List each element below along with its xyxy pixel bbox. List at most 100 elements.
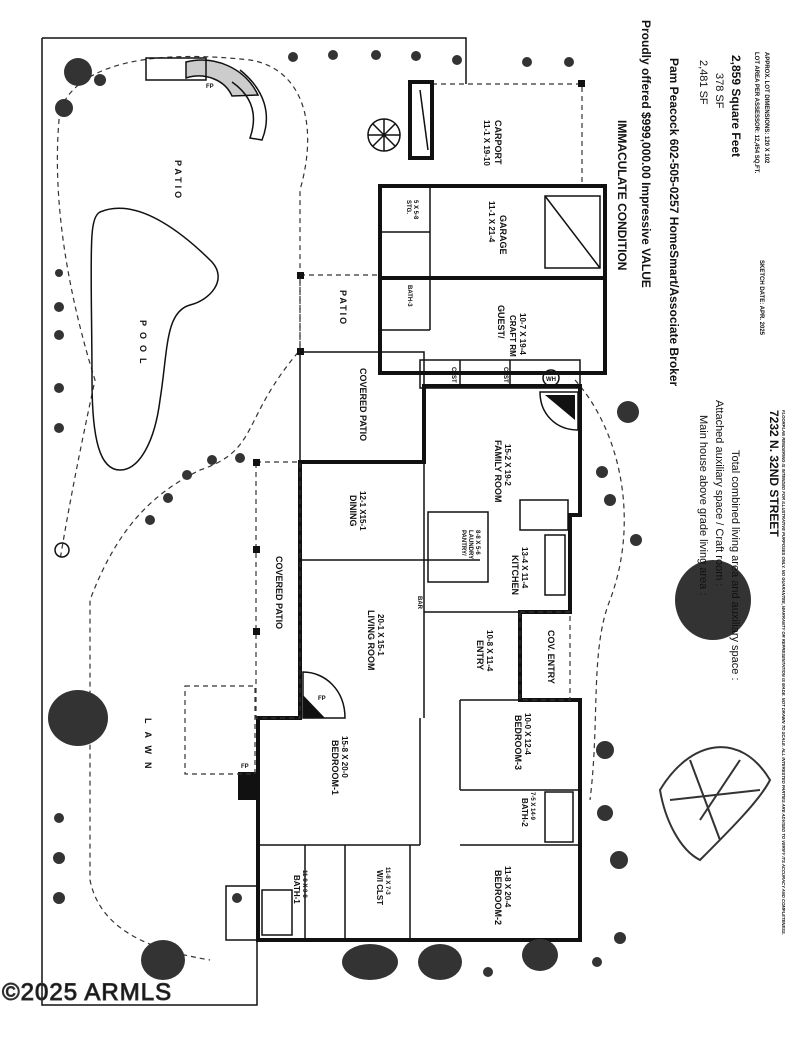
address: 7232 N. 32ND STREET xyxy=(767,410,781,537)
pantry-dims: 8-8 X 5-6 xyxy=(474,530,480,555)
area-row-3: Total combined living area and auxiliary… xyxy=(729,450,741,681)
family-dims: 15-2 X 19-2 xyxy=(503,444,512,486)
stg-dims: 5 X 5-8 xyxy=(412,200,418,220)
dining-name: DINING xyxy=(348,495,358,527)
covered-patio-lower xyxy=(255,461,301,719)
pool-label: POOL xyxy=(138,320,148,370)
area-value-2: 378 SF xyxy=(713,73,725,109)
bedroom2-name: BEDROOM-2 xyxy=(493,870,503,925)
lot-dims-line: APPROX. LOT DIMENSIONS: 120 X 102 xyxy=(763,52,769,164)
landscape-outline-3 xyxy=(574,379,625,801)
room-dining: DINING 12-1 X15-1 xyxy=(348,491,367,531)
disclaimer: FLOORPLAN RENDERING IS INTENDED FOR ILLU… xyxy=(781,410,786,935)
covered-patio-label-2: COVERED PATIO xyxy=(274,556,284,629)
fp-label-living: FP xyxy=(318,696,326,702)
room-pantry: PANTRY/ LAUNDRY 8-8 X 5-6 xyxy=(460,530,480,559)
lawn-feature xyxy=(54,542,70,558)
stg-name: STG. xyxy=(405,200,411,214)
fp-label-spa: FP xyxy=(206,84,214,90)
carport-post xyxy=(578,80,585,87)
bedroom3-dims: 10-0 X 12-4 xyxy=(523,713,532,755)
pantry-name2: LAUNDRY xyxy=(467,530,473,559)
lot-boundary xyxy=(41,37,467,1006)
room-cov-entry: COV. ENTRY xyxy=(546,630,556,684)
lot-dims: APPROX. LOT DIMENSIONS: 120 X 102 xyxy=(763,52,769,164)
landscape-outline-2 xyxy=(56,109,96,561)
carport-outline xyxy=(432,83,583,186)
room-bath3: BATH-3 xyxy=(406,285,412,307)
price-line: Proudly offered $999,000.00 Impressive V… xyxy=(639,20,653,288)
patio-label-mid: PATIO xyxy=(338,290,348,326)
spa xyxy=(185,59,260,97)
garage-dims: 11-1 X 21-4 xyxy=(487,201,496,243)
area-val-3: 2,859 Square Feet xyxy=(729,55,743,157)
room-bath2: BATH-2 7-5 X 14-9 xyxy=(520,792,535,827)
entry-name: ENTRY xyxy=(475,640,485,670)
area-value-1: 2,481 SF xyxy=(697,60,709,105)
cov-entry xyxy=(519,611,571,701)
room-bedroom2: BEDROOM-2 11-8 X 20-4 xyxy=(493,866,512,925)
room-garage: GARAGE 11-1 X 21-4 xyxy=(487,201,508,255)
room-bedroom1: BEDROOM-1 15-8 X 20-0 xyxy=(330,736,349,795)
patio-label-top: PATIO xyxy=(173,160,183,201)
area-label-2: Attached auxiliary space / Craft room : xyxy=(713,400,725,586)
lot-assessor-line: LOT AREA PER ASSESSOR: 12,454 SQ.FT. xyxy=(753,52,759,174)
guest-name2: CRAFT RM xyxy=(508,315,517,357)
kitchen-dims: 13-4 X 11-4 xyxy=(520,547,529,589)
lawn-label: LAWN xyxy=(143,718,153,777)
family-name: FAMILY ROOM xyxy=(493,440,503,503)
living-dims: 20-1 X 15-1 xyxy=(376,614,385,656)
carport-dims: 11-1 X 19-10 xyxy=(482,120,491,166)
bedroom1-name: BEDROOM-1 xyxy=(330,740,340,795)
pantry-name: PANTRY/ xyxy=(460,530,466,556)
bath2-name: BATH-2 xyxy=(520,798,529,827)
wh-label: WH xyxy=(546,377,556,383)
guest-dims: 10-7 X 19-4 xyxy=(518,313,527,355)
room-kitchen: KITCHEN 13-4 X 11-4 xyxy=(510,547,529,595)
carport-post-2 xyxy=(408,80,434,160)
room-stg: STG. 5 X 5-8 xyxy=(405,200,418,220)
area-label-3: Total combined living area and auxiliary… xyxy=(729,450,741,681)
sketch-date-text: SKETCH DATE: APR. 2025 xyxy=(758,260,764,336)
area-label-1: Main house above grade living area : xyxy=(697,415,709,595)
room-entry: ENTRY 10-8 X 11-4 xyxy=(475,630,494,672)
wi-clst-name: W/I CLST xyxy=(375,870,384,905)
landscape-outline xyxy=(59,55,309,961)
garage-door xyxy=(544,195,601,269)
watermark: ©2025 ARMLS xyxy=(2,979,172,1006)
carport-name: CARPORT xyxy=(493,120,503,165)
address-block: 7232 N. 32ND STREET xyxy=(767,410,781,537)
fireplace-bedroom xyxy=(238,772,258,800)
bedroom3-name: BEDROOM-3 xyxy=(513,715,523,770)
area-val-2: 378 SF xyxy=(713,73,725,109)
room-family: FAMILY ROOM 15-2 X 19-2 xyxy=(493,440,512,503)
spa-wall xyxy=(231,69,268,141)
house-walls xyxy=(256,384,582,942)
disclaimer-block: FLOORPLAN RENDERING IS INTENDED FOR ILLU… xyxy=(781,410,786,935)
bedroom2-dims: 11-8 X 20-4 xyxy=(503,866,512,908)
agent-line: Pam Peacock 602-505-0257 HomeSmart/Assoc… xyxy=(667,58,681,387)
cov-entry-name: COV. ENTRY xyxy=(546,630,556,684)
trees xyxy=(48,50,772,980)
clst-label-1: CLST xyxy=(450,367,456,383)
guest-name: GUEST/ xyxy=(496,305,506,339)
room-wi-clst: W/I CLST 11-8 X 7-3 xyxy=(375,867,390,905)
area-row-2: Attached auxiliary space / Craft room : xyxy=(713,400,725,586)
area-val-1: 2,481 SF xyxy=(697,60,709,105)
sketch-date: SKETCH DATE: APR. 2025 xyxy=(758,260,764,336)
room-living: LIVING ROOM 20-1 X 15-1 xyxy=(366,610,385,671)
dining-dims: 12-1 X15-1 xyxy=(358,491,367,531)
bath1-name: BATH-1 xyxy=(292,875,301,904)
headline: IMMACULATE CONDITION xyxy=(615,120,629,270)
bath2-dims: 7-5 X 14-9 xyxy=(529,792,535,821)
price-block: Proudly offered $999,000.00 Impressive V… xyxy=(639,20,653,288)
living-name: LIVING ROOM xyxy=(366,610,376,671)
headline-block: IMMACULATE CONDITION xyxy=(615,120,629,270)
garage-name: GARAGE xyxy=(498,215,508,255)
wi-clst-dims: 11-8 X 7-3 xyxy=(384,867,390,895)
room-guest: GUEST/ CRAFT RM 10-7 X 19-4 xyxy=(496,305,527,357)
entry-dims: 10-8 X 11-4 xyxy=(485,630,494,672)
pool xyxy=(90,207,219,471)
